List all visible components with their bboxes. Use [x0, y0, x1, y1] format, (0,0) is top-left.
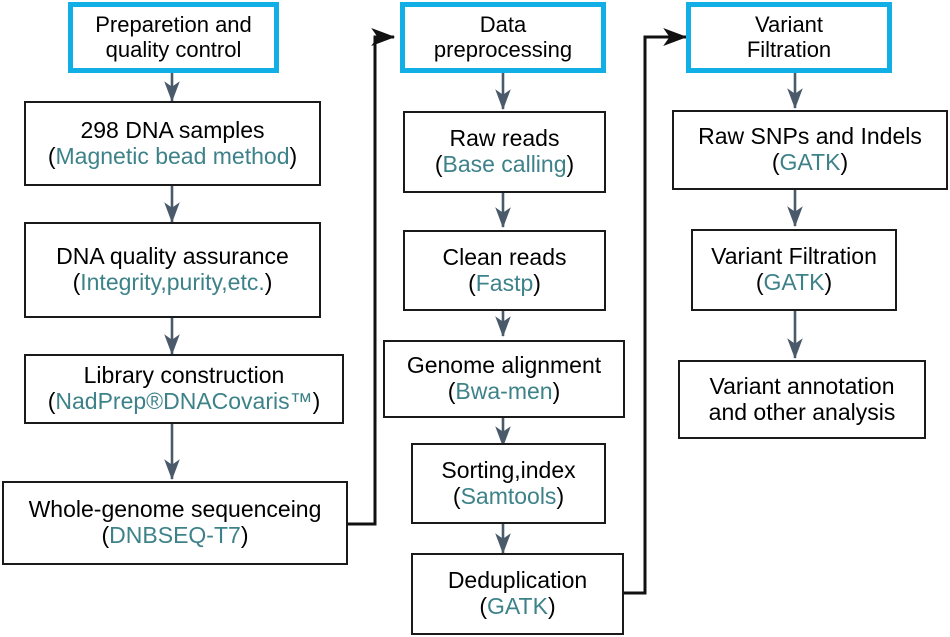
node-tool: (Base calling): [434, 151, 575, 178]
node-label: Genome alignment: [406, 352, 602, 379]
node-clean-reads[interactable]: Clean reads (Fastp): [403, 230, 606, 311]
node-preparation-and-quality-control[interactable]: Preparetion and quality control: [68, 2, 279, 73]
node-tool: (Fastp): [468, 269, 541, 297]
node-tool: (Magnetic bead method): [47, 142, 298, 170]
open-paren: (: [47, 142, 56, 169]
node-label: Whole-genome sequenceing: [28, 496, 322, 523]
node-tool-text: GATK: [763, 269, 825, 295]
node-tool-text: Base calling: [442, 151, 567, 177]
node-tool: (GATK): [755, 269, 833, 296]
close-paren: ): [264, 269, 273, 295]
node-title-line2: preprocessing: [433, 36, 573, 62]
close-paren: ): [547, 593, 556, 619]
node-variant-filtration-stage[interactable]: Variant Filtration: [686, 2, 892, 73]
close-paren: ): [556, 482, 565, 509]
node-dna-quality-assurance[interactable]: DNA quality assurance (Integrity,purity,…: [24, 222, 321, 318]
node-title-line1: Data: [479, 11, 527, 37]
node-tool: (GATK): [479, 593, 556, 620]
open-paren: (: [47, 388, 56, 414]
node-tool-text: Integrity,purity,etc.: [80, 269, 265, 295]
node-tool-text: Samtools: [460, 482, 557, 509]
node-tool: (Integrity,purity,etc.): [72, 269, 273, 296]
node-label-line2: and other analysis: [708, 398, 896, 425]
node-tool-text: Bwa-men: [455, 378, 553, 404]
close-paren: ): [566, 151, 575, 177]
node-label: 298 DNA samples: [80, 116, 265, 143]
node-title-line1: Variant: [754, 11, 824, 37]
open-paren: (: [72, 269, 81, 295]
node-deduplication[interactable]: Deduplication (GATK): [411, 553, 624, 635]
node-label: DNA quality assurance: [56, 243, 289, 270]
open-paren: (: [447, 378, 456, 404]
node-tool-text: GATK: [779, 149, 841, 175]
node-variant-filtration-step[interactable]: Variant Filtration (GATK): [691, 229, 897, 311]
node-whole-genome-sequencing[interactable]: Whole-genome sequenceing (DNBSEQ-T7): [2, 481, 348, 565]
open-paren: (: [452, 482, 461, 509]
node-tool-text: NadPrep®DNACovaris™: [55, 388, 313, 414]
node-genome-alignment[interactable]: Genome alignment (Bwa-men): [383, 340, 625, 418]
node-sorting-index[interactable]: Sorting,index (Samtools): [411, 443, 606, 524]
node-label: Raw reads: [449, 125, 560, 152]
open-paren: (: [755, 269, 764, 295]
close-paren: ): [840, 149, 849, 175]
node-label: Raw SNPs and Indels: [698, 123, 922, 150]
close-paren: ): [289, 142, 298, 169]
connector-wgs-to-preprocessing: [348, 27, 396, 526]
node-tool: (Samtools): [452, 482, 565, 510]
open-paren: (: [101, 522, 110, 548]
node-variant-annotation[interactable]: Variant annotation and other analysis: [678, 360, 926, 439]
close-paren: ): [533, 269, 541, 296]
close-paren: ): [552, 378, 561, 404]
open-paren: (: [771, 149, 780, 175]
close-paren: ): [240, 522, 249, 548]
node-raw-snps-and-indels[interactable]: Raw SNPs and Indels (GATK): [672, 110, 948, 190]
node-label: Variant Filtration: [711, 243, 877, 270]
node-title-line1: Preparetion and: [95, 11, 252, 37]
close-paren: ): [824, 269, 833, 295]
open-paren: (: [434, 151, 443, 177]
node-tool-text: Fastp: [475, 269, 534, 296]
node-label-line1: Variant annotation: [709, 372, 895, 399]
node-tool: (DNBSEQ-T7): [101, 522, 249, 549]
node-dna-samples[interactable]: 298 DNA samples (Magnetic bead method): [24, 101, 321, 186]
node-label: Clean reads: [442, 243, 567, 270]
node-tool-text: DNBSEQ-T7: [109, 522, 241, 548]
open-paren: (: [468, 269, 476, 296]
open-paren: (: [479, 593, 488, 619]
node-tool: (GATK): [771, 149, 849, 176]
node-label: Library construction: [83, 362, 285, 389]
node-data-preprocessing[interactable]: Data preprocessing: [400, 2, 606, 73]
node-tool-text: GATK: [487, 593, 548, 619]
node-library-construction[interactable]: Library construction (NadPrep®DNACovaris…: [24, 354, 344, 424]
node-title-line2: quality control: [105, 36, 242, 62]
node-title-line2: Filtration: [746, 36, 832, 62]
node-tool: (NadPrep®DNACovaris™): [47, 388, 321, 415]
node-label: Sorting,index: [441, 456, 576, 483]
node-raw-reads[interactable]: Raw reads (Base calling): [403, 111, 606, 193]
node-tool-text: Magnetic bead method: [55, 142, 290, 169]
node-label: Deduplication: [447, 567, 588, 594]
node-tool: (Bwa-men): [447, 378, 561, 405]
close-paren: ): [312, 388, 321, 414]
